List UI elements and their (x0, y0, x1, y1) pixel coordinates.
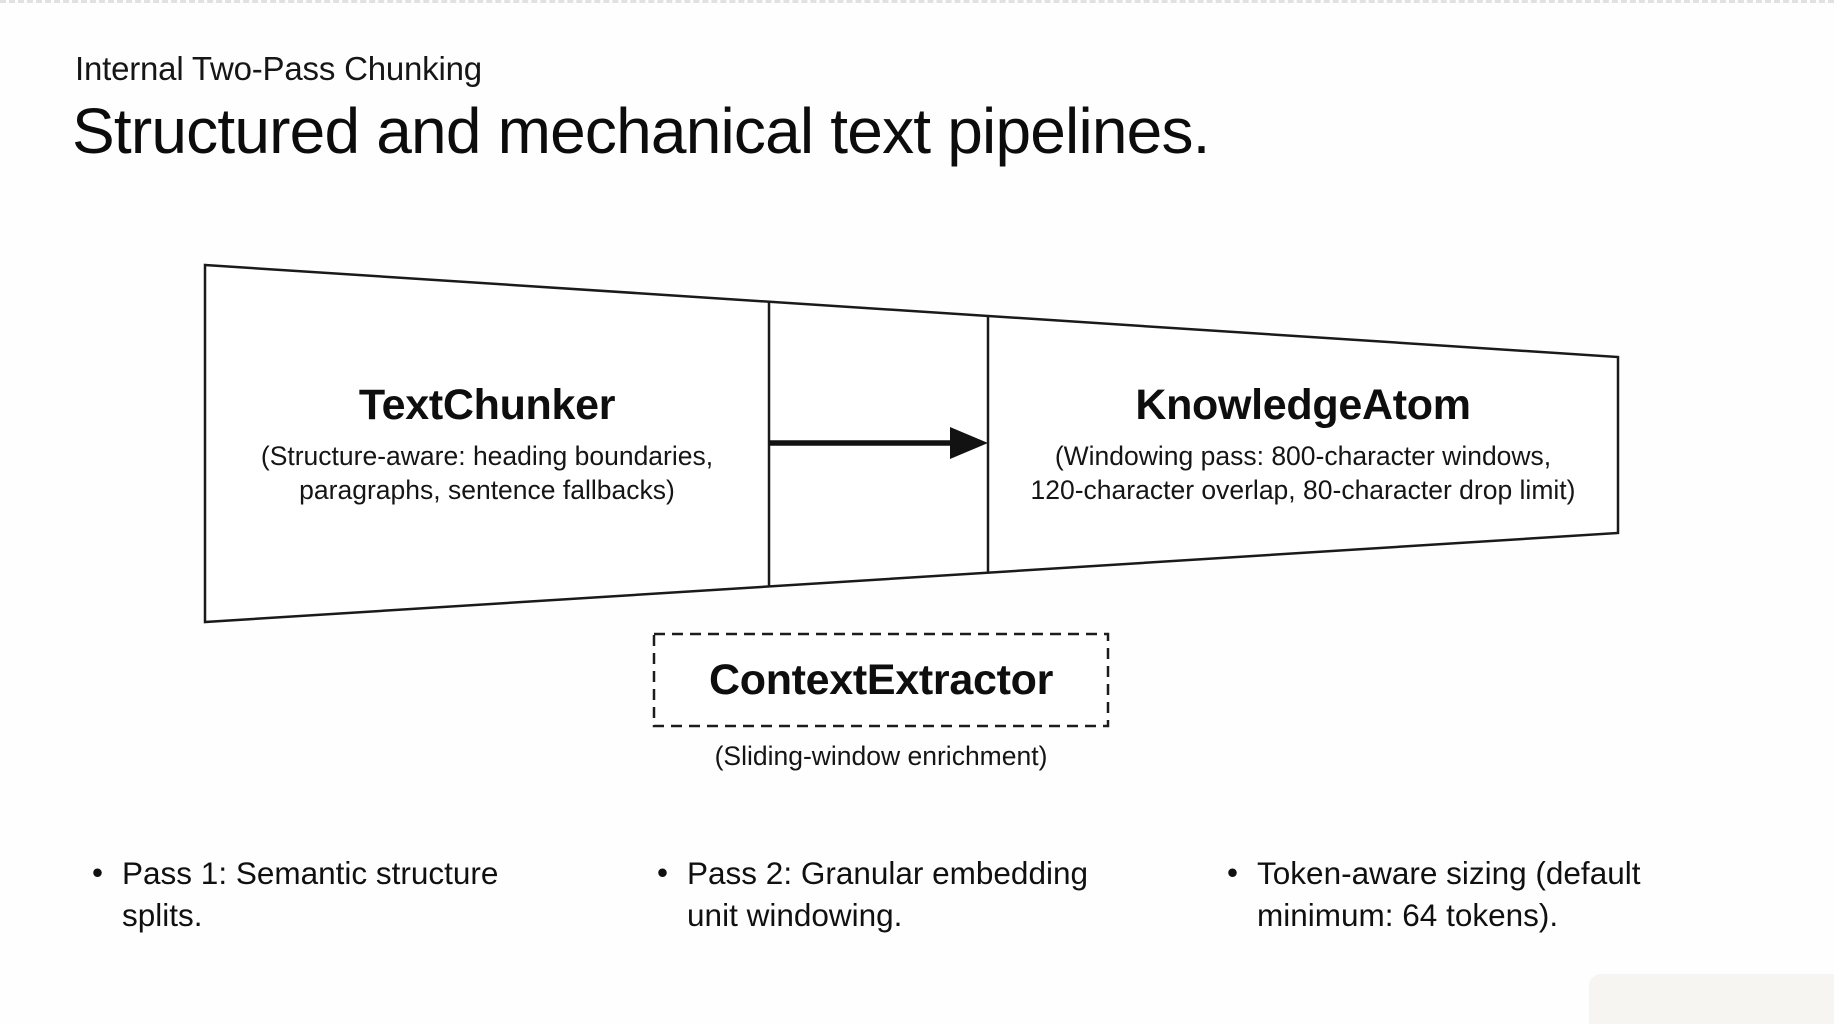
bullet-item: • Pass 2: Granular embedding unit window… (657, 853, 1157, 937)
bullet-text: Pass 1: Semantic structure splits. (122, 855, 499, 933)
bullet-item: • Pass 1: Semantic structure splits. (92, 853, 572, 937)
bullet-dot-icon: • (92, 854, 104, 890)
contextextractor-dashed-box (652, 632, 1110, 728)
node-contextextractor: ContextExtractor (654, 634, 1108, 726)
arrow-head-icon (950, 427, 988, 459)
node-title: ContextExtractor (708, 655, 1054, 704)
watermark-placeholder (1589, 974, 1834, 1024)
slide-eyebrow: Internal Two-Pass Chunking (75, 50, 482, 87)
node-subtitle: (Structure-aware: heading boundaries, pa… (260, 441, 714, 505)
bullet-text: Token-aware sizing (default minimum: 64 … (1257, 855, 1641, 933)
bullet-text: Pass 2: Granular embedding unit windowin… (687, 855, 1089, 933)
node-title: KnowledgeAtom (1135, 381, 1471, 429)
node-subtitle: (Windowing pass: 800-character windows, … (1030, 441, 1576, 505)
bullet-dot-icon: • (657, 854, 669, 890)
node-title: TextChunker (358, 381, 616, 429)
node-textchunker: TextChunker (Structure-aware: heading bo… (205, 381, 769, 507)
slide-title: Structured and mechanical text pipelines… (72, 95, 1210, 167)
top-edge-artifact (0, 0, 1834, 3)
node-knowledgeatom: KnowledgeAtom (Windowing pass: 800-chara… (988, 381, 1618, 507)
contextextractor-caption: (Sliding-window enrichment) (714, 741, 1048, 771)
bullet-item: • Token-aware sizing (default minimum: 6… (1227, 853, 1707, 937)
flow-arrow (769, 427, 988, 459)
bullet-dot-icon: • (1227, 854, 1239, 890)
